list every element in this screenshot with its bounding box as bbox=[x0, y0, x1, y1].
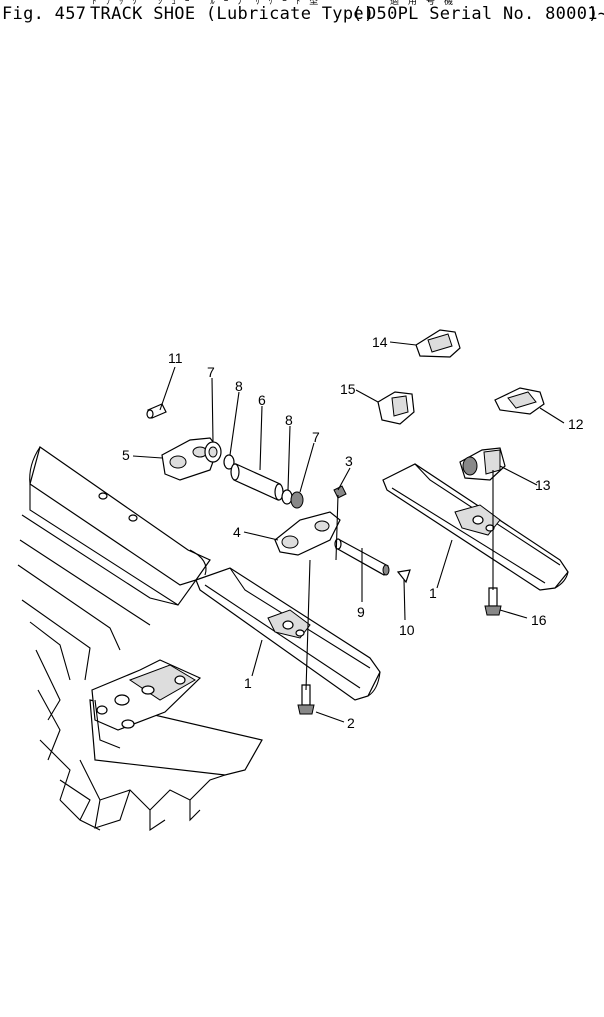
callout-9: 9 bbox=[357, 604, 365, 620]
callout-2: 2 bbox=[347, 715, 355, 731]
callout-7a: 7 bbox=[207, 364, 215, 380]
callout-15: 15 bbox=[340, 381, 356, 397]
serial-range-open: ( bbox=[352, 4, 363, 24]
part-12-link bbox=[494, 387, 545, 415]
part-8-ring-upper bbox=[223, 454, 235, 470]
callout-7b: 7 bbox=[312, 429, 320, 445]
callout-10: 10 bbox=[399, 622, 415, 638]
callout-13: 13 bbox=[535, 477, 551, 493]
figure-number: Fig. 457 bbox=[2, 4, 87, 24]
track-assembly bbox=[17, 446, 263, 832]
japanese-serial-decor: 適用号機 bbox=[390, 0, 463, 7]
part-11-pin bbox=[146, 403, 167, 419]
callout-8b: 8 bbox=[285, 412, 293, 428]
part-7-seal-lower bbox=[290, 491, 304, 509]
callout-1b: 1 bbox=[429, 585, 437, 601]
callout-3: 3 bbox=[345, 453, 353, 469]
diagram-title: TRACK SHOE (Lubricate Type) bbox=[90, 4, 375, 24]
part-8-ring-lower bbox=[281, 489, 293, 505]
callout-4: 4 bbox=[233, 524, 241, 540]
serial-range: D50PL Serial No. 80001~ bbox=[366, 4, 604, 24]
callout-11: 11 bbox=[168, 350, 183, 366]
callout-1a: 1 bbox=[244, 675, 252, 691]
callout-12: 12 bbox=[568, 416, 584, 432]
track-shoe-middle bbox=[195, 567, 381, 701]
part-3-nut bbox=[333, 485, 347, 499]
callout-5: 5 bbox=[122, 447, 130, 463]
part-13-link bbox=[459, 447, 506, 481]
part-5-link bbox=[161, 437, 219, 481]
part-15-link bbox=[377, 391, 415, 425]
callout-16: 16 bbox=[531, 612, 547, 628]
part-4-link bbox=[274, 511, 341, 556]
leader-lines bbox=[132, 341, 565, 723]
part-10-plug bbox=[396, 569, 411, 584]
part-6-bushing bbox=[230, 463, 284, 501]
callout-8a: 8 bbox=[235, 378, 243, 394]
part-16-bolt bbox=[484, 587, 502, 616]
japanese-title-decor: ﾄﾗｯｸ ｼｭｰ ﾙｰﾌﾞﾘｹｰﾄ型 bbox=[92, 0, 328, 7]
part-2-bolt bbox=[297, 684, 315, 715]
callout-14: 14 bbox=[372, 334, 388, 350]
part-14-link bbox=[415, 329, 461, 358]
track-shoe-right bbox=[382, 463, 569, 591]
serial-range-close: ) bbox=[588, 4, 599, 24]
callout-6: 6 bbox=[258, 392, 266, 408]
